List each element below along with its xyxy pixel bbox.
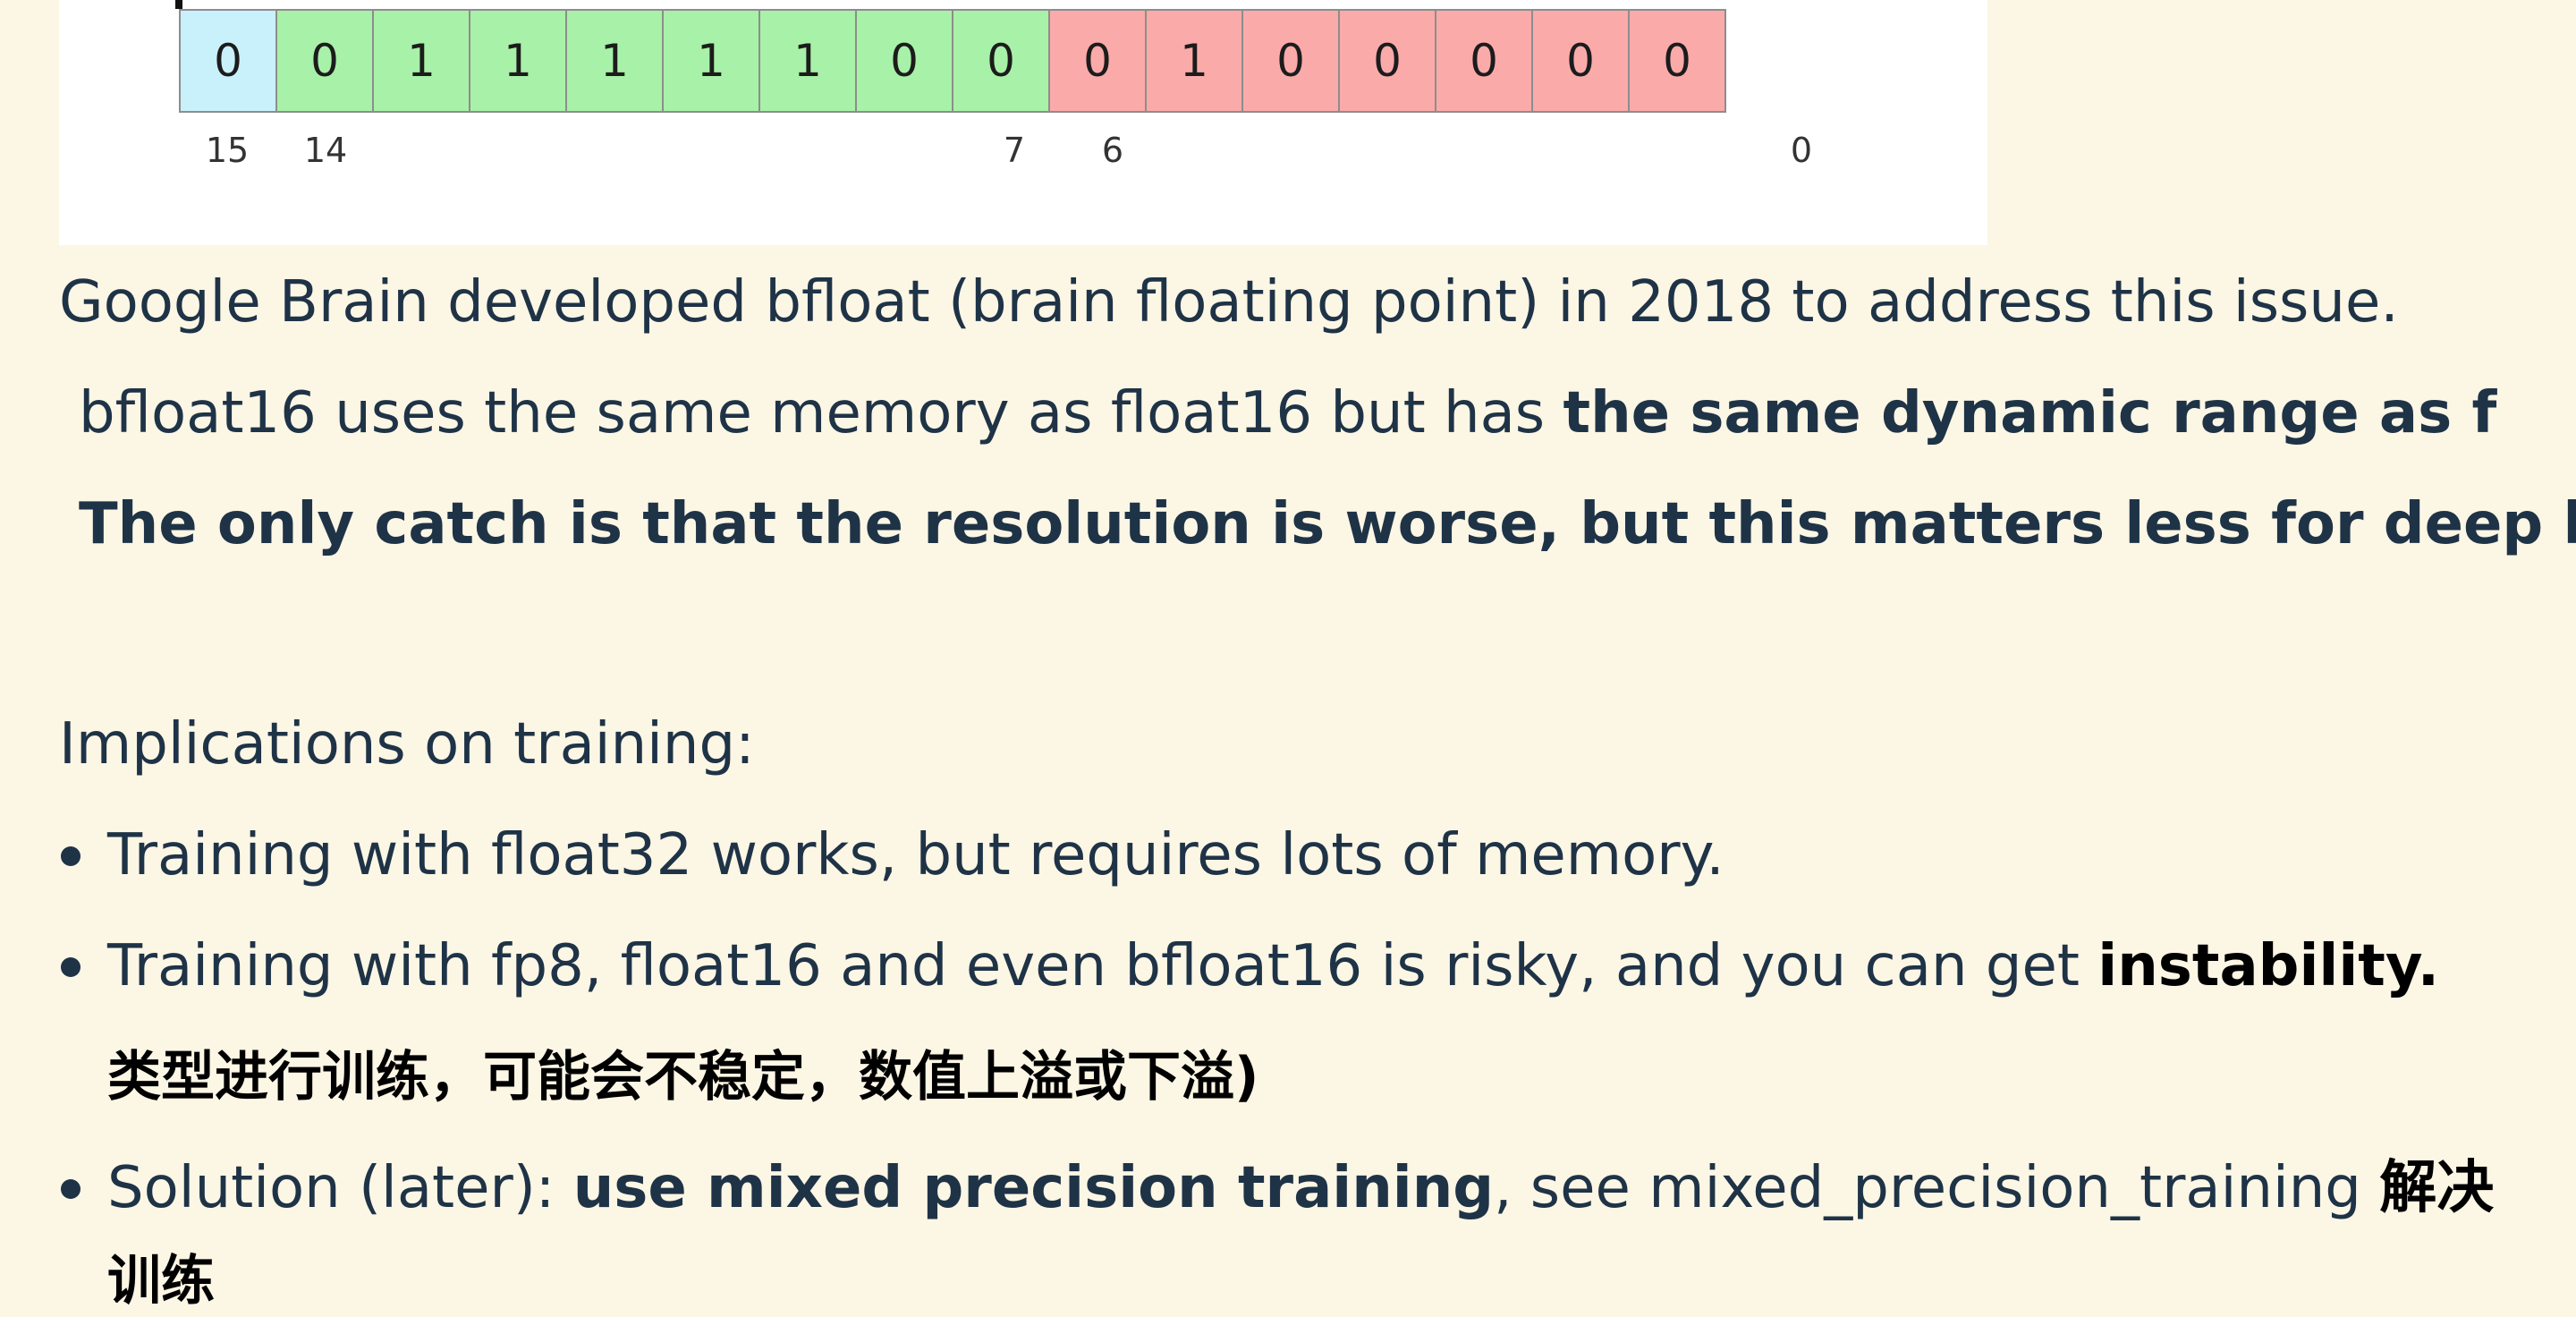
bit-index-label: 0 [1790, 131, 1813, 170]
intro-line-1: Google Brain developed bfloat (brain flo… [59, 269, 2399, 336]
bit-cell: 1 [372, 9, 470, 113]
intro-line-3: The only catch is that the resolution is… [79, 491, 2576, 557]
bit-index-label: 6 [1101, 131, 1124, 170]
bit-cell: 0 [1338, 9, 1436, 113]
bullet-3-emphasis: use mixed precision training [572, 1155, 1495, 1221]
bullet-3-chinese-line-2: 训练 [107, 1250, 215, 1313]
bit-index-label: 14 [303, 131, 348, 170]
bit-cell: 0 [275, 9, 374, 113]
bit-index-label: 15 [205, 131, 250, 170]
bit-cell: 1 [662, 9, 760, 113]
bullet-2: Training with fp8, float16 and even bflo… [107, 930, 2439, 1002]
bullet-3-text-2: , see mixed_precision_training [1494, 1155, 2380, 1221]
bit-cell: 0 [855, 9, 953, 113]
bit-cell: 1 [565, 9, 664, 113]
bit-cell: 0 [1531, 9, 1630, 113]
intro-line-2-emphasis: the same dynamic range as f [1563, 380, 2497, 446]
bit-cell: 1 [758, 9, 857, 113]
bit-cell: 1 [1145, 9, 1243, 113]
bullet-3-chinese: 解决 [2379, 1155, 2495, 1221]
bit-index-label: 7 [1003, 131, 1026, 170]
bit-cell: 0 [1628, 9, 1726, 113]
intro-line-2-text: bfloat16 uses the same memory as float16… [79, 380, 1563, 446]
bullet-2-emphasis: instability. [2097, 933, 2440, 999]
bullet-3-text: Solution (later): [107, 1155, 573, 1221]
bullet-dot [61, 1179, 80, 1199]
bit-cell: 0 [1241, 9, 1340, 113]
bullet-2-chinese-note: 类型进行训练，可能会不稳定，数值上溢或下溢) [107, 1046, 1259, 1109]
bit-cell: 0 [1048, 9, 1147, 113]
bit-cell: 0 [179, 9, 277, 113]
bullet-2-text: Training with fp8, float16 and even bflo… [107, 933, 2098, 999]
bullet-1: Training with float32 works, but require… [107, 822, 1724, 888]
bullet-dot [61, 846, 80, 866]
bit-cell: 0 [952, 9, 1050, 113]
intro-line-2: bfloat16 uses the same memory as float16… [79, 378, 2496, 449]
bit-cell: 1 [469, 9, 567, 113]
bit-cell: 0 [1435, 9, 1533, 113]
figure-edge-mark [175, 0, 182, 9]
implications-heading: Implications on training: [59, 711, 755, 777]
bullet-dot [61, 957, 80, 977]
bullet-3: Solution (later): use mixed precision tr… [107, 1152, 2494, 1224]
